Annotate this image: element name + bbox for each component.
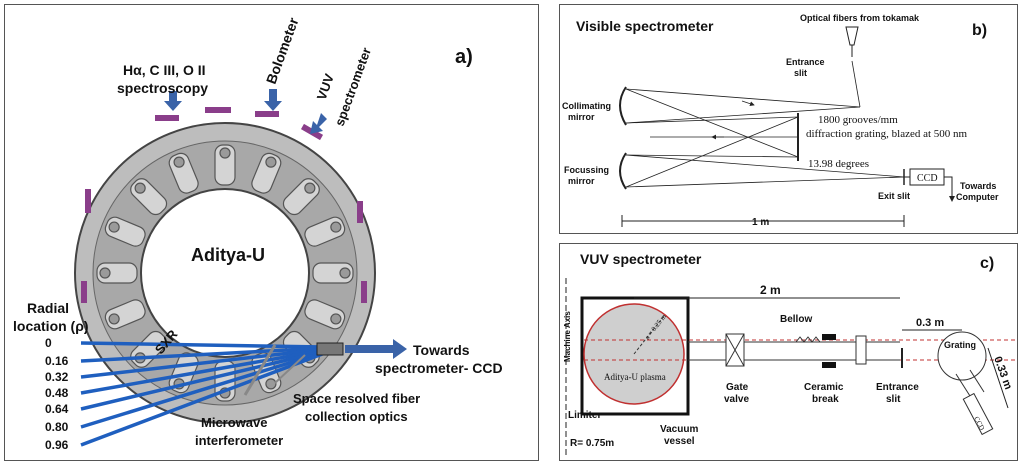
port-hole bbox=[304, 182, 316, 194]
flange bbox=[855, 335, 867, 365]
vacuum-label-1: Vacuum bbox=[660, 424, 698, 435]
dim-2m-label: 2 m bbox=[760, 283, 781, 297]
ceramic-label-1: Ceramic bbox=[804, 382, 844, 393]
microwave-label-1: Microwave bbox=[201, 415, 267, 430]
panel-a-svg: a) Hα, C III, O II spectroscopy Bolomete… bbox=[13, 15, 503, 452]
panel-c-svg: VUV spectrometer c) Machine Axis a = 0.2… bbox=[563, 251, 1018, 456]
radial-value: 0.80 bbox=[45, 420, 69, 434]
port-hole bbox=[265, 156, 277, 168]
radial-values: 0 0.16 0.32 0.48 0.64 0.80 0.96 bbox=[45, 336, 69, 452]
panel-a-tokamak-diagram: a) Hα, C III, O II spectroscopy Bolomete… bbox=[4, 4, 539, 461]
bellow-shape bbox=[795, 336, 821, 343]
panel-b-svg: Visible spectrometer b) Optical fibers f… bbox=[562, 13, 999, 228]
grating-label: diffraction grating, blazed at 500 nm bbox=[806, 128, 968, 140]
port-hole bbox=[134, 182, 146, 194]
radial-value: 0.48 bbox=[45, 386, 69, 400]
limiter-label: Limiter bbox=[568, 410, 601, 421]
port-hole bbox=[108, 313, 120, 325]
radial-value: 0.32 bbox=[45, 370, 69, 384]
towards-computer-1: Towards bbox=[960, 181, 996, 191]
radial-label-1: Radial bbox=[27, 300, 69, 316]
port-hole bbox=[330, 221, 342, 233]
focussing-mirror bbox=[619, 152, 627, 190]
bellow-label: Bellow bbox=[780, 314, 812, 325]
towards-computer-2: Computer bbox=[956, 192, 999, 202]
radial-value: 0.16 bbox=[45, 354, 69, 368]
vuv-entrance-label-2: slit bbox=[886, 394, 901, 405]
sight-lines bbox=[80, 341, 326, 447]
plasma-label: Aditya-U plasma bbox=[604, 372, 666, 382]
port-hole bbox=[173, 156, 185, 168]
optics-pointer bbox=[274, 354, 306, 384]
gate-label-2: valve bbox=[724, 394, 749, 405]
machine-axis-label: Machine Axis bbox=[563, 311, 572, 362]
port-hole bbox=[108, 221, 120, 233]
exit-slit-label: Exit slit bbox=[878, 191, 910, 201]
vuv-label-2: spectrometer bbox=[332, 45, 374, 128]
dim-03-label: 0.3 m bbox=[916, 317, 944, 329]
port-hole bbox=[339, 267, 351, 279]
optical-rays bbox=[625, 60, 905, 188]
space-label-1: Space resolved fiber bbox=[293, 391, 420, 406]
dim-033-label: 0.33 m bbox=[991, 355, 1014, 391]
vuv-ccd-box bbox=[962, 392, 994, 436]
grating-housing bbox=[937, 331, 987, 381]
visible-title: Visible spectrometer bbox=[576, 18, 714, 34]
ccd-label: CCD bbox=[917, 173, 938, 184]
beam-pipe bbox=[688, 341, 900, 361]
diagnostic-arrows bbox=[164, 89, 407, 359]
towards-label-1: Towards bbox=[413, 342, 470, 358]
vuv-label-1: VUV bbox=[314, 71, 337, 102]
panel-b-visible-spectrometer: Visible spectrometer b) Optical fibers f… bbox=[559, 4, 1018, 234]
fiber-cone bbox=[845, 26, 859, 46]
angle-label: 13.98 degrees bbox=[808, 158, 869, 170]
bolometer-label: Bolometer bbox=[263, 15, 302, 86]
ceramic-break-bottom bbox=[822, 362, 836, 368]
panel-c-letter: c) bbox=[980, 255, 994, 272]
port-hole bbox=[219, 147, 231, 159]
grating-label: Grating bbox=[944, 340, 976, 350]
length-label: 1 m bbox=[752, 217, 769, 228]
spectroscopy-label-2: spectroscopy bbox=[117, 80, 208, 96]
radial-value: 0.64 bbox=[45, 402, 69, 416]
vacuum-label-2: vessel bbox=[664, 436, 695, 447]
center-label: Aditya-U bbox=[191, 245, 265, 265]
vuv-entrance-label-1: Entrance bbox=[876, 382, 919, 393]
radial-value: 0 bbox=[45, 336, 52, 350]
collimating-label-1: Collimating bbox=[562, 101, 611, 111]
entrance-label-1: Entrance bbox=[786, 57, 825, 67]
focussing-label-2: mirror bbox=[568, 176, 595, 186]
space-label-2: collection optics bbox=[305, 409, 408, 424]
r-major-label: R= 0.75m bbox=[570, 438, 614, 449]
microwave-label-2: interferometer bbox=[195, 433, 283, 448]
focussing-label-1: Focussing bbox=[564, 165, 609, 175]
computer-arrow bbox=[944, 176, 955, 202]
ceramic-label-2: break bbox=[812, 394, 839, 405]
port-hole bbox=[265, 378, 277, 390]
collimating-mirror bbox=[619, 86, 627, 126]
radial-value: 0.96 bbox=[45, 438, 69, 452]
panel-c-vuv-spectrometer: VUV spectrometer c) Machine Axis a = 0.2… bbox=[559, 243, 1018, 461]
panel-b-letter: b) bbox=[972, 22, 987, 39]
vuv-title: VUV spectrometer bbox=[580, 251, 702, 267]
gate-label-1: Gate bbox=[726, 382, 749, 393]
grooves-label: 1800 grooves/mm bbox=[818, 114, 898, 126]
towards-label-2: spectrometer- CCD bbox=[375, 360, 503, 376]
optical-fibers-label: Optical fibers from tokamak bbox=[800, 13, 920, 23]
ceramic-break-top bbox=[822, 334, 836, 340]
port-hole bbox=[99, 267, 111, 279]
entrance-label-2: slit bbox=[794, 68, 807, 78]
radial-label-2: location (ρ) bbox=[13, 318, 89, 334]
port-hole bbox=[330, 313, 342, 325]
fiber-optics-housing bbox=[316, 342, 344, 356]
collimating-label-2: mirror bbox=[568, 112, 595, 122]
spectroscopy-label-1: Hα, C III, O II bbox=[123, 62, 206, 78]
microwave-pointer bbox=[243, 344, 277, 396]
panel-a-letter: a) bbox=[455, 46, 473, 68]
